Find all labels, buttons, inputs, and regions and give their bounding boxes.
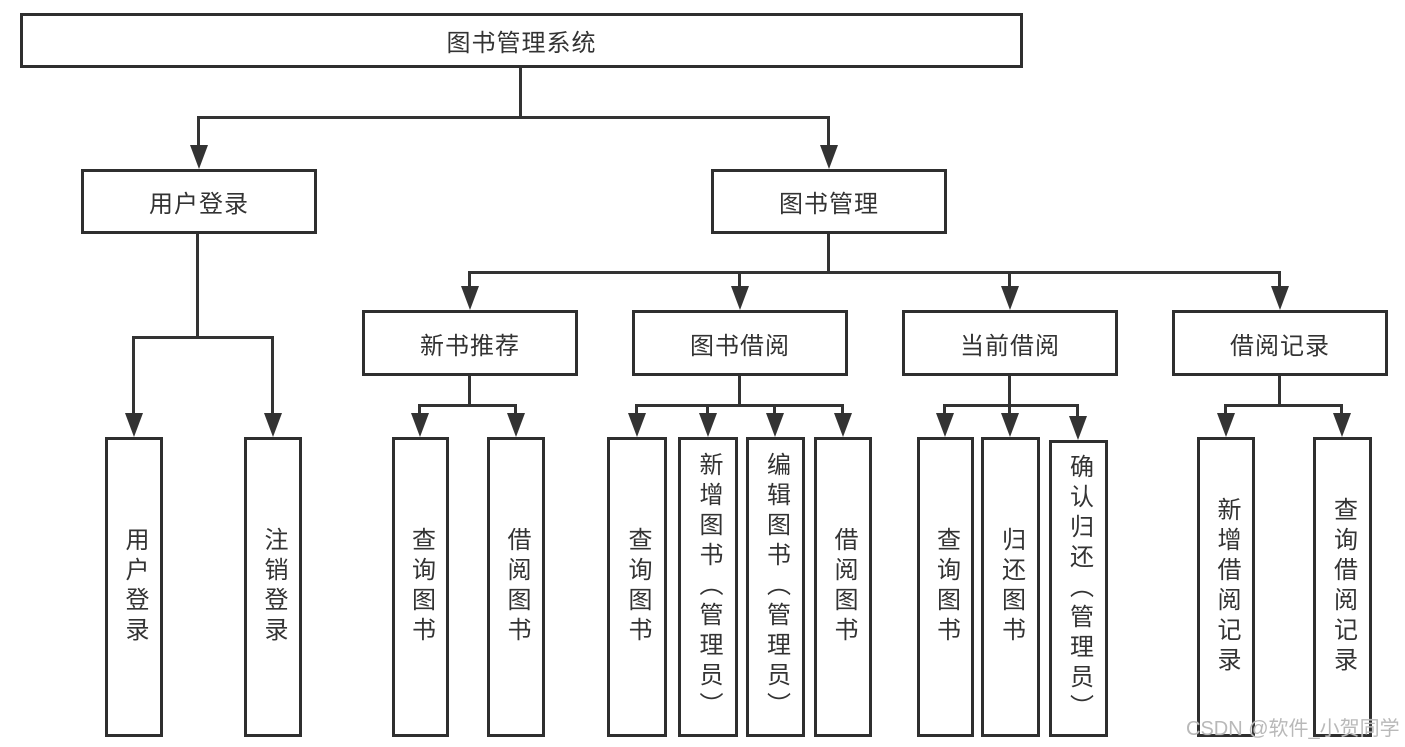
leaf-borrow-books: 借阅图书 bbox=[814, 437, 872, 737]
node-label: 归还图书 bbox=[997, 527, 1025, 647]
connector-drop-newbook bbox=[468, 271, 471, 286]
leaf-query-borrow-record: 查询借阅记录 bbox=[1313, 437, 1372, 737]
node-label: 图书借阅 bbox=[690, 332, 790, 360]
connector-drop-borrow bbox=[738, 271, 741, 286]
node-library-management-system: 图书管理系统 bbox=[20, 13, 1023, 68]
connector-root-hbar bbox=[197, 116, 830, 119]
arrowhead-current bbox=[1001, 286, 1019, 310]
arrowhead-records bbox=[1271, 286, 1289, 310]
connector-drop-current bbox=[1008, 271, 1011, 286]
node-label: 查询图书 bbox=[932, 527, 960, 647]
arrowhead-cb-confirm bbox=[1069, 416, 1087, 440]
leaf-query-books-recommend: 查询图书 bbox=[392, 437, 449, 737]
connector-drop-cb-return bbox=[1008, 404, 1011, 413]
arrowhead-bb-add bbox=[699, 413, 717, 437]
leaf-edit-books-admin: 编辑图书（管理员） bbox=[746, 437, 805, 737]
connector-userlogin-hbar bbox=[132, 336, 274, 339]
node-label: 查询借阅记录 bbox=[1329, 497, 1357, 677]
arrowhead-book-mgmt bbox=[820, 145, 838, 169]
node-book-management: 图书管理 bbox=[711, 169, 947, 234]
connector-drop-cb-confirm bbox=[1076, 404, 1079, 416]
leaf-logout: 注销登录 bbox=[244, 437, 302, 737]
node-user-login: 用户登录 bbox=[81, 169, 317, 234]
leaf-add-borrow-record: 新增借阅记录 bbox=[1197, 437, 1255, 737]
node-label: 当前借阅 bbox=[960, 332, 1060, 360]
node-borrowing-records: 借阅记录 bbox=[1172, 310, 1388, 376]
connector-records-stem bbox=[1278, 376, 1281, 407]
connector-drop-nb-borrow bbox=[514, 404, 517, 413]
node-label: 注销登录 bbox=[260, 527, 287, 647]
leaf-borrow-books-recommend: 借阅图书 bbox=[487, 437, 545, 737]
connector-current-hbar bbox=[943, 404, 1079, 407]
node-label: 新增图书（管理员） bbox=[695, 452, 722, 722]
leaf-confirm-return-admin: 确认归还（管理员） bbox=[1049, 440, 1108, 737]
leaf-query-books-borrowing: 查询图书 bbox=[607, 437, 667, 737]
arrowhead-bb-borrow bbox=[834, 413, 852, 437]
arrowhead-newbook bbox=[461, 286, 479, 310]
node-label: 编辑图书（管理员） bbox=[762, 452, 790, 722]
leaf-query-books-current: 查询图书 bbox=[917, 437, 974, 737]
node-label: 用户登录 bbox=[121, 527, 148, 647]
connector-drop-br-query bbox=[1340, 404, 1343, 413]
connector-current-stem bbox=[1008, 376, 1011, 407]
node-label: 借阅图书 bbox=[503, 527, 530, 647]
node-label: 确认归还（管理员） bbox=[1065, 453, 1093, 724]
leaf-add-books-admin: 新增图书（管理员） bbox=[678, 437, 738, 737]
connector-drop-bb-borrow bbox=[841, 404, 844, 413]
csdn-watermark: CSDN @软件_小贺同学 bbox=[1186, 718, 1400, 740]
connector-drop-user-login bbox=[197, 116, 200, 145]
connector-drop-nb-query bbox=[418, 404, 421, 413]
leaf-user-login: 用户登录 bbox=[105, 437, 163, 737]
node-new-book-recommend: 新书推荐 bbox=[362, 310, 578, 376]
connector-drop-leaf-logout bbox=[271, 336, 274, 413]
connector-drop-book-mgmt bbox=[827, 116, 830, 145]
leaf-return-books: 归还图书 bbox=[981, 437, 1040, 737]
connector-userlogin-stem bbox=[196, 234, 199, 337]
arrowhead-cb-query bbox=[936, 413, 954, 437]
connector-drop-leaf-userlogin bbox=[132, 336, 135, 413]
connector-drop-bb-add bbox=[706, 404, 709, 413]
connector-drop-records bbox=[1278, 271, 1281, 286]
node-book-borrowing: 图书借阅 bbox=[632, 310, 848, 376]
connector-records-hbar bbox=[1224, 404, 1343, 407]
node-label: 新增借阅记录 bbox=[1213, 497, 1240, 677]
connector-level2-hbar bbox=[468, 271, 1281, 274]
connector-newbook-hbar bbox=[418, 404, 517, 407]
arrowhead-nb-borrow bbox=[507, 413, 525, 437]
connector-drop-cb-query bbox=[943, 404, 946, 413]
connector-borrow-hbar bbox=[635, 404, 844, 407]
node-label: 借阅图书 bbox=[830, 527, 857, 647]
connector-bookmgmt-stem bbox=[827, 234, 830, 272]
arrowhead-br-add bbox=[1217, 413, 1235, 437]
arrowhead-br-query bbox=[1333, 413, 1351, 437]
connector-drop-br-add bbox=[1224, 404, 1227, 413]
arrowhead-bb-query bbox=[628, 413, 646, 437]
node-label: 用户登录 bbox=[149, 191, 249, 218]
node-label: 图书管理系统 bbox=[446, 30, 597, 57]
connector-drop-bb-query bbox=[635, 404, 638, 413]
node-current-borrowing: 当前借阅 bbox=[902, 310, 1118, 376]
connector-newbook-stem bbox=[468, 376, 471, 407]
arrowhead-user-login bbox=[190, 145, 208, 169]
arrowhead-leaf-logout bbox=[264, 413, 282, 437]
arrowhead-cb-return bbox=[1001, 413, 1019, 437]
connector-borrow-stem bbox=[738, 376, 741, 407]
node-label: 查询图书 bbox=[407, 527, 435, 647]
connector-drop-bb-edit bbox=[773, 404, 776, 413]
node-label: 图书管理 bbox=[779, 191, 879, 218]
arrowhead-nb-query bbox=[411, 413, 429, 437]
arrowhead-bb-edit bbox=[766, 413, 784, 437]
arrowhead-borrow bbox=[731, 286, 749, 310]
node-label: 借阅记录 bbox=[1230, 332, 1330, 360]
connector-root-stem bbox=[519, 68, 522, 117]
node-label: 新书推荐 bbox=[420, 332, 520, 360]
node-label: 查询图书 bbox=[624, 527, 651, 647]
arrowhead-leaf-userlogin bbox=[125, 413, 143, 437]
